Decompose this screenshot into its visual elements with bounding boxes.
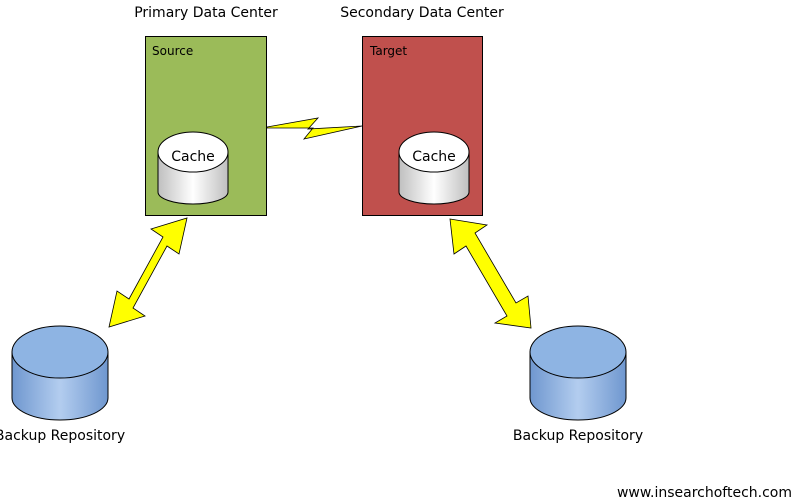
source-cache-cylinder-icon <box>157 131 229 205</box>
target-cache-label: Cache <box>412 149 456 165</box>
footer-url: www.insearchoftech.com <box>617 485 792 501</box>
target-cache-cylinder-icon <box>398 131 470 205</box>
right-backup-repository-cylinder-icon <box>529 325 627 421</box>
target-label: Target <box>369 44 407 58</box>
left-double-arrow-icon <box>108 217 188 328</box>
right-backup-repository-label: Backup Repository <box>513 428 643 444</box>
source-label: Source <box>152 44 193 58</box>
left-backup-repository-label: Backup Repository <box>0 428 125 444</box>
source-cache-label: Cache <box>171 149 215 165</box>
left-backup-repository-cylinder-icon <box>11 325 109 421</box>
right-double-arrow-icon <box>449 218 532 329</box>
secondary-datacenter-heading: Secondary Data Center <box>340 5 504 21</box>
lightning-bolt-icon <box>266 117 363 140</box>
primary-datacenter-heading: Primary Data Center <box>134 5 278 21</box>
